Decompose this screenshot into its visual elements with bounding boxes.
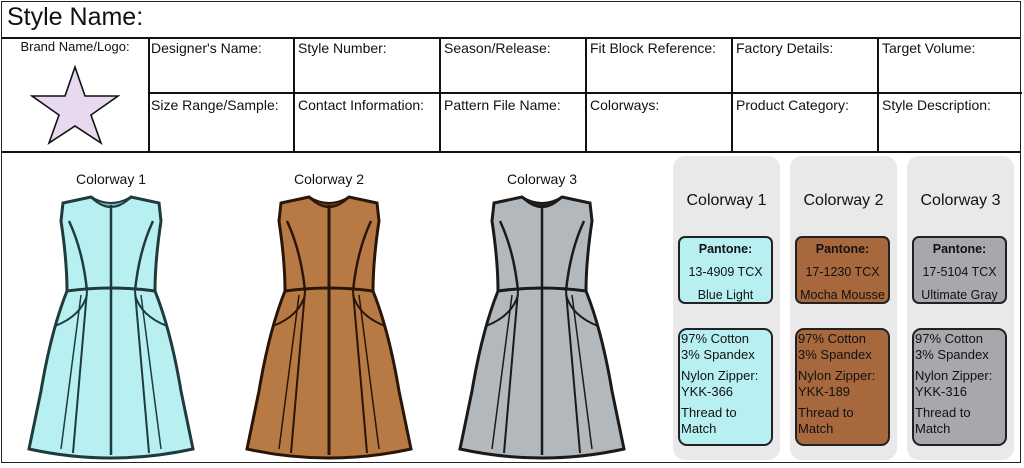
thread-line-1: Thread to xyxy=(798,405,854,420)
pantone-label: Pantone: xyxy=(932,242,987,256)
pantone-label: Pantone: xyxy=(815,242,870,256)
colorway-title: Colorway 3 xyxy=(920,192,1001,209)
fabric-line-1: 97% Cotton xyxy=(681,331,749,346)
info-grid: Brand Name/Logo: Designer's Name: Style … xyxy=(2,37,1022,153)
dress-sketch-icon xyxy=(458,195,626,460)
pantone-code: 17-5104 TCX xyxy=(922,265,997,279)
pantone-name: Mocha Mousse xyxy=(800,288,885,302)
colorway-title: Colorway 1 xyxy=(686,192,767,209)
zipper-code: YKK-189 xyxy=(798,384,851,399)
style-name-label: Style Name: xyxy=(7,3,144,31)
thread-line-2: Match xyxy=(915,421,951,436)
fit-block-reference-cell[interactable]: Fit Block Reference: xyxy=(587,37,733,94)
colorway-card-3: Colorway 3 Pantone: 17-5104 TCX Ultimate… xyxy=(907,156,1014,460)
style-name-row: Style Name: xyxy=(2,2,1020,39)
fabric-line-2: 3% Spandex xyxy=(915,347,989,362)
pantone-swatch: Pantone: 13-4909 TCX Blue Light xyxy=(678,236,773,304)
fabric-line-1: 97% Cotton xyxy=(915,331,983,346)
pantone-code: 17-1230 TCX xyxy=(805,265,880,279)
season-release-cell[interactable]: Season/Release: xyxy=(441,37,587,94)
sketch-colorway-1: Colorway 1 xyxy=(21,171,201,461)
zipper-label: Nylon Zipper: xyxy=(681,368,759,383)
pantone-swatch: Pantone: 17-5104 TCX Ultimate Gray xyxy=(912,236,1007,304)
thread-line-2: Match xyxy=(681,421,717,436)
product-category-cell[interactable]: Product Category: xyxy=(733,94,879,151)
style-description-cell[interactable]: Style Description: xyxy=(882,97,991,113)
brand-cell: Brand Name/Logo: xyxy=(2,37,150,151)
sketch-colorway-2: Colorway 2 xyxy=(239,171,419,461)
zipper-label: Nylon Zipper: xyxy=(798,368,876,383)
sketch-caption: Colorway 1 xyxy=(75,171,147,187)
star-logo-icon xyxy=(30,65,120,145)
sketch-caption: Colorway 3 xyxy=(506,171,578,187)
sketch-caption: Colorway 2 xyxy=(293,171,365,187)
target-volume-cell[interactable]: Target Volume: xyxy=(879,37,1022,94)
zipper-code: YKK-366 xyxy=(681,384,734,399)
pantone-code: 13-4909 TCX xyxy=(688,265,763,279)
pantone-label: Pantone: xyxy=(698,242,753,256)
thread-line-1: Thread to xyxy=(681,405,737,420)
pantone-name: Ultimate Gray xyxy=(921,288,998,302)
pantone-name: Blue Light xyxy=(697,288,754,302)
fabric-line-1: 97% Cotton xyxy=(798,331,866,346)
size-range-cell[interactable]: Size Range/Sample: xyxy=(148,94,295,151)
factory-details-cell[interactable]: Factory Details: xyxy=(733,37,879,94)
zipper-code: YKK-316 xyxy=(915,384,968,399)
fabric-line-2: 3% Spandex xyxy=(681,347,755,362)
dress-sketch-icon xyxy=(27,195,195,460)
colorway-title: Colorway 2 xyxy=(803,192,884,209)
sketch-colorway-3: Colorway 3 xyxy=(452,171,632,461)
style-number-cell[interactable]: Style Number: xyxy=(295,37,441,94)
brand-label: Brand Name/Logo: xyxy=(20,39,130,54)
dress-sketch-icon xyxy=(245,195,413,460)
colorway-card-2: Colorway 2 Pantone: 17-1230 TCX Mocha Mo… xyxy=(790,156,897,460)
colorways-cell[interactable]: Colorways: xyxy=(587,94,733,151)
contact-information-cell[interactable]: Contact Information: xyxy=(295,94,441,151)
thread-line-2: Match xyxy=(798,421,834,436)
fabric-line-2: 3% Spandex xyxy=(798,347,872,362)
pattern-file-name-cell[interactable]: Pattern File Name: xyxy=(441,94,587,151)
colorway-card-1: Colorway 1 Pantone: 13-4909 TCX Blue Lig… xyxy=(673,156,780,460)
zipper-label: Nylon Zipper: xyxy=(915,368,993,383)
pantone-swatch: Pantone: 17-1230 TCX Mocha Mousse xyxy=(795,236,890,304)
thread-line-1: Thread to xyxy=(915,405,971,420)
designer-name-cell[interactable]: Designer's Name: xyxy=(148,37,295,94)
